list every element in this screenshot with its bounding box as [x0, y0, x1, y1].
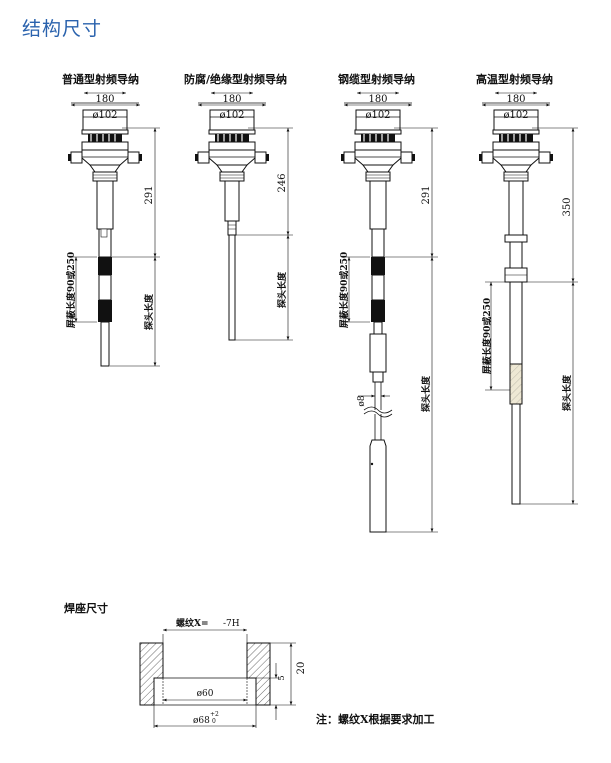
height-label: 350	[562, 197, 573, 216]
variant-cable: 180 ø102 ø8 291 探头长度 屏蔽长度90或250	[338, 91, 438, 533]
caption-standard: 普通型射频导纳	[62, 73, 139, 86]
inner-dia-label: ø60	[197, 689, 214, 699]
width-label: 180	[368, 94, 387, 105]
cable-dia-label: ø8	[357, 395, 367, 406]
variant-high-temp: 180 ø102 350 探头长度 屏蔽长度90或250	[478, 91, 578, 505]
variant-standard: 180 ø102 291 探头长度 屏蔽长度90或250	[65, 91, 160, 367]
variant-anticorrosion: 180 ø102 246 探头长度	[194, 91, 293, 341]
shield-length-label: 屏蔽长度90或250	[65, 252, 77, 328]
weld-seat-drawing: 螺纹X= -7H 20 5 ø60 ø68 +2 0	[139, 617, 307, 728]
probe-length-label: 探头长度	[561, 374, 573, 411]
caption-high-temp: 高温型射频导纳	[476, 73, 553, 86]
shield-length-label: 屏蔽长度90或250	[338, 252, 350, 328]
probe-length-label: 探头长度	[420, 375, 432, 412]
dia-label: ø102	[365, 110, 390, 121]
note-text: 注：螺纹X根据要求加工	[316, 713, 435, 726]
caption-anticorrosion: 防腐/绝缘型射频导纳	[184, 73, 288, 86]
height-label: 246	[277, 173, 288, 192]
outer-dia-label: ø68	[193, 716, 210, 726]
outer-tol-upper: +2	[210, 711, 219, 718]
step-5-label: 5	[277, 675, 286, 680]
caption-cable: 钢缆型射频导纳	[338, 73, 415, 86]
height-20-label: 20	[296, 662, 307, 675]
width-label: 180	[222, 94, 241, 105]
weld-title: 焊座尺寸	[64, 602, 108, 615]
page-title: 结构尺寸	[22, 18, 103, 40]
width-label: 180	[506, 94, 525, 105]
outer-tol-lower: 0	[212, 718, 216, 725]
thread-tolerance: -7H	[223, 619, 240, 629]
thread-label: 螺纹X=	[176, 617, 209, 629]
dia-label: ø102	[503, 110, 528, 121]
probe-length-label: 探头长度	[143, 293, 155, 330]
height-label: 291	[421, 185, 432, 204]
dia-label: ø102	[219, 110, 244, 121]
probe-length-label: 探头长度	[276, 271, 288, 308]
width-label: 180	[95, 94, 114, 105]
height-label: 291	[144, 185, 155, 204]
dia-label: ø102	[92, 110, 117, 121]
shield-length-label: 屏蔽长度90或250	[481, 298, 493, 374]
